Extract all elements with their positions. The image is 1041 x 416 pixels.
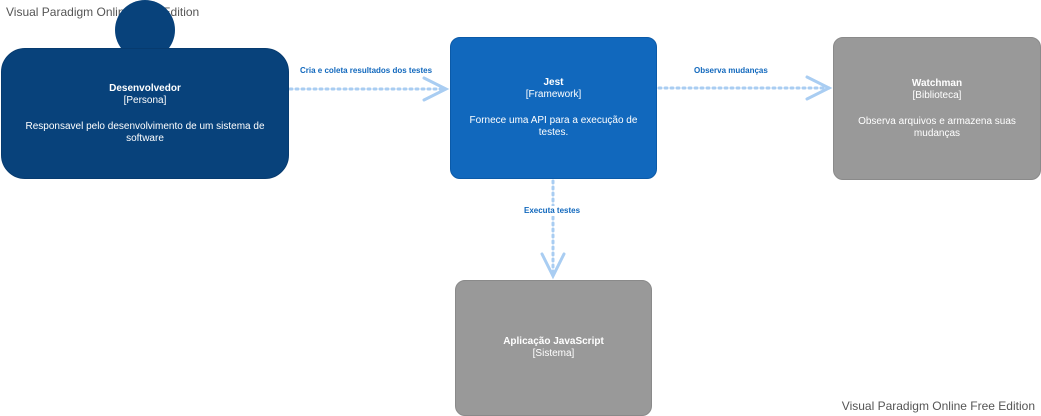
node-watchman-type: [Biblioteca] xyxy=(912,89,962,101)
node-watchman-description: Observa arquivos e armazena suas mudança… xyxy=(858,115,1016,139)
edge-label-observa: Observa mudanças xyxy=(694,66,768,76)
node-aplicacao-title: Aplicação JavaScript xyxy=(503,336,604,347)
node-aplicacao-type: [Sistema] xyxy=(532,348,575,359)
node-desenvolvedor-description: Responsavel pelo desenvolvimento de um s… xyxy=(25,120,265,144)
edge-executa-arrowhead xyxy=(540,252,566,280)
edge-label-executa: Executa testes xyxy=(524,206,581,216)
node-watchman-title: Watchman xyxy=(911,77,963,89)
node-desenvolvedor[interactable]: Desenvolvedor [Persona] Responsavel pelo… xyxy=(1,48,289,179)
node-jest-type: [Framework] xyxy=(525,89,582,100)
node-desenvolvedor-type: [Persona] xyxy=(123,94,167,106)
node-jest-description: Fornece uma API para a execução de teste… xyxy=(469,115,638,138)
node-jest[interactable]: Jest [Framework] Fornece uma API para a … xyxy=(450,37,657,179)
node-jest-title: Jest xyxy=(543,77,564,88)
edge-label-cria: Cria e coleta resultados dos testes xyxy=(300,66,433,76)
watermark-bottom: Visual Paradigm Online Free Edition xyxy=(841,399,1035,413)
node-watchman[interactable]: Watchman [Biblioteca] Observa arquivos e… xyxy=(833,37,1041,180)
node-desenvolvedor-title: Desenvolvedor xyxy=(109,82,181,94)
node-aplicacao-javascript[interactable]: Aplicação JavaScript [Sistema] xyxy=(455,280,652,416)
edge-observa-arrowhead xyxy=(805,75,833,101)
edge-cria-arrowhead xyxy=(422,76,450,102)
